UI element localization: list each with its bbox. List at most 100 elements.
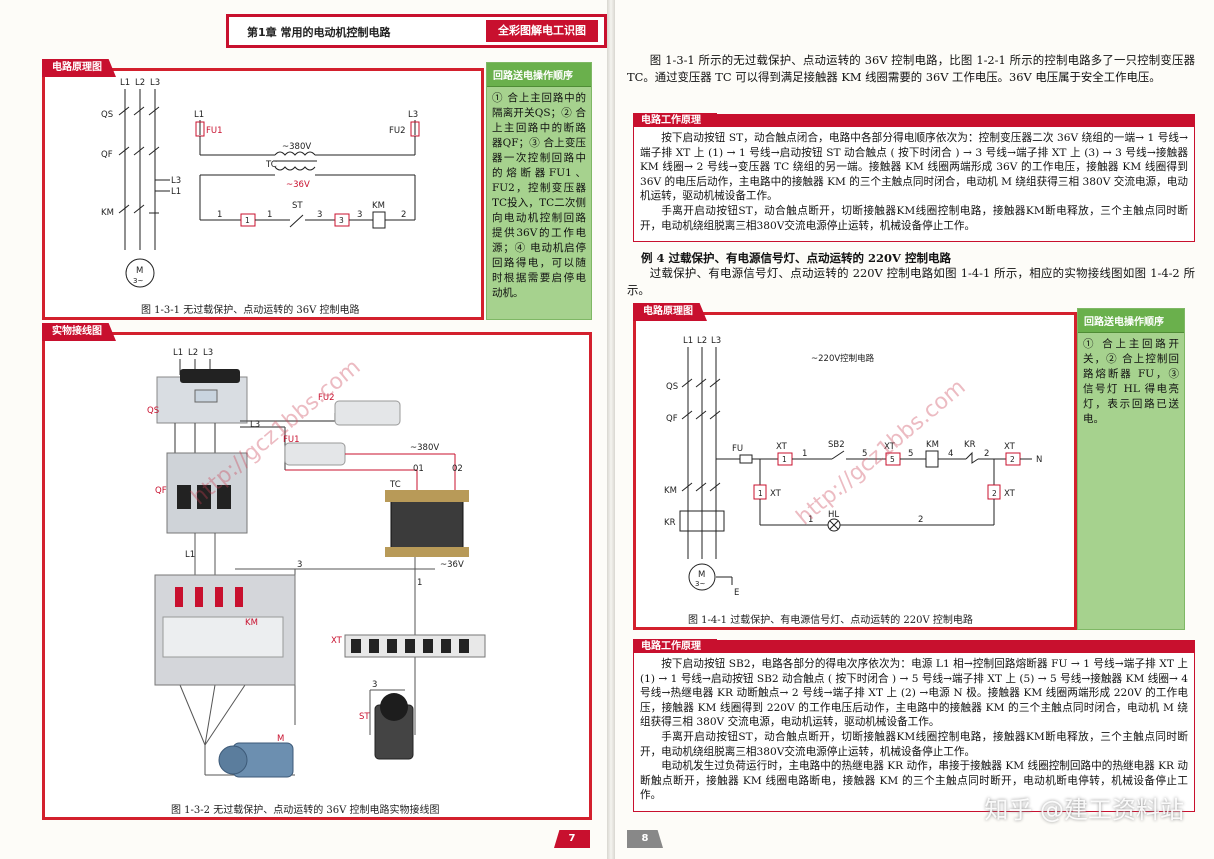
example-4-intro: 过载保护、有电源信号灯、点动运转的 220V 控制电路如图 1-4-1 所示，相… [627, 266, 1195, 297]
work1-paragraph-2: 手离开启动按钮ST，动合触点断开，切断接触器KM线圈控制电路，接触器KM断电释放… [640, 204, 1188, 232]
wiring-label-1: 1 [417, 578, 422, 588]
r-label-kr: KR [664, 518, 676, 528]
r-label-xt-lower-1: XT [770, 489, 782, 499]
chapter-header: 第1章 常用的电动机控制电路 全彩图解电工识图 [226, 14, 607, 48]
wiring-label-02: 02 [452, 464, 463, 474]
r-wire-5a: 5 [862, 449, 867, 459]
wiring-label-3-bottom: 3 [372, 680, 377, 690]
label-km: KM [101, 208, 114, 218]
label-380v: ~380V [282, 142, 311, 152]
section-bar-work2: 电路工作原理 [633, 639, 1195, 655]
wire-2: 2 [401, 210, 406, 220]
example-4-heading: 例 4 过载保护、有电源信号灯、点动运转的 220V 控制电路 [641, 251, 951, 265]
wiring-label-01: 01 [413, 464, 424, 474]
label-tc: TC [265, 160, 277, 170]
r-label-sb2: SB2 [828, 440, 845, 450]
caption-fig-1-4-1: 图 1-4-1 过载保护、有电源信号灯、点动运转的 220V 控制电路 [688, 615, 973, 626]
label-km-coil: KM [372, 201, 385, 211]
caption-fig-1-3-1: 图 1-3-1 无过载保护、点动运转的 36V 控制电路 [141, 305, 360, 316]
r-label-fu: FU [732, 444, 743, 454]
schematic-36v-diagram: L1 L2 L3 QS QF L3 L1 KM M 3~ L1 L3 FU1 F… [101, 78, 420, 288]
wiring-photo-illustration: L1 L2 L3 QS L3 FU2 FU1 ~380V 01 02 TC QF… [147, 348, 486, 778]
label-st: ST [292, 201, 303, 211]
wiring-label-l2: L2 [188, 348, 198, 358]
work1-paragraph-1: 按下启动按钮 ST，动合触点闭合，电路中各部分得电顺序依次为：控制变压器二次 3… [640, 132, 1188, 203]
label-36v: ~36V [286, 180, 310, 190]
wiring-label-3-top: 3 [297, 560, 302, 570]
right-page: 图 1-3-1 所示的无过载保护、点动运转的 36V 控制电路，比图 1-2-1… [615, 0, 1214, 859]
r-label-xt-lower-2: XT [1004, 489, 1016, 499]
terminal-1: 1 [245, 216, 250, 225]
r-label-earth: E [734, 588, 739, 598]
r-wire-2: 2 [984, 449, 989, 459]
caption-fig-1-3-2: 图 1-3-2 无过载保护、点动运转的 36V 控制电路实物接线图 [171, 805, 440, 816]
r-label-qs: QS [666, 382, 678, 392]
r-wire-1-lower: 1 [808, 515, 813, 525]
wiring-label-l1-wire: L1 [185, 550, 195, 560]
operation-sequence-box-left: 回路送电操作顺序 ① 合上主回路中的隔离开关QS；② 合上主回路中的断路器QF；… [486, 62, 592, 320]
operation-sequence-body-right: ① 合上主回路开关，② 合上控制回路熔断器 FU，③ 信号灯 HL 得电亮灯，表… [1083, 338, 1179, 425]
r-label-motor-phase: 3~ [695, 580, 705, 588]
r-label-xt-5: XT [884, 442, 896, 452]
work2-paragraph-1: 按下启动按钮 SB2，电路各部分的得电次序依次为：电源 L1 相→控制回路熔断器… [640, 658, 1188, 729]
wiring-label-km: KM [245, 618, 258, 628]
label-l1: L1 [120, 78, 130, 88]
wiring-label-l1: L1 [173, 348, 183, 358]
label-motor-phase: 3~ [133, 277, 143, 285]
wiring-label-xt: XT [331, 636, 343, 646]
wiring-label-380v: ~380V [410, 443, 439, 453]
work-principle-box-1: 按下启动按钮 ST，动合触点闭合，电路中各部分得电顺序依次为：控制变压器二次 3… [633, 126, 1195, 242]
left-page: 第1章 常用的电动机控制电路 全彩图解电工识图 电路原理图 [42, 14, 607, 848]
wiring-label-36v: ~36V [440, 560, 464, 570]
r-label-motor: M [698, 570, 705, 580]
wiring-label-tc: TC [389, 480, 401, 490]
label-qf: QF [101, 150, 113, 160]
label-l1-tap: L1 [171, 187, 181, 197]
panel-tab-wiring: 实物接线图 [42, 323, 116, 341]
r-terminal-5: 5 [890, 455, 895, 464]
r-wire-5b: 5 [908, 449, 913, 459]
zhihu-brand-watermark: 知乎 @建工资料站 [984, 796, 1184, 824]
r-label-n: N [1036, 455, 1042, 465]
label-fu1: FU1 [206, 126, 223, 136]
r-label-km-coil: KM [926, 440, 939, 450]
wire-3a: 3 [317, 210, 322, 220]
label-l1-top: L1 [194, 110, 204, 120]
page-number-right: 8 [627, 830, 663, 848]
label-l3: L3 [150, 78, 160, 88]
r-label-l2: L2 [697, 336, 707, 346]
schematic-panel-left: 电路原理图 [42, 59, 484, 320]
work2-paragraph-2: 手离开启动按钮ST，动合触点断开，切断接触器KM线圈控制电路，接触器KM断电释放… [640, 730, 1188, 758]
r-label-hl: HL [828, 510, 839, 520]
wiring-label-qs: QS [147, 406, 159, 416]
intro-paragraph: 图 1-3-1 所示的无过载保护、点动运转的 36V 控制电路，比图 1-2-1… [627, 53, 1195, 84]
r-label-qf: QF [666, 414, 678, 424]
r-label-xt-2: XT [1004, 442, 1016, 452]
work-principle-box-2: 按下启动按钮 SB2，电路各部分的得电次序依次为：电源 L1 相→控制回路熔断器… [633, 652, 1195, 812]
r-terminal-1-lower: 1 [758, 489, 763, 498]
r-label-km: KM [664, 486, 677, 496]
r-label-xt-1: XT [776, 442, 788, 452]
wire-3b: 3 [357, 210, 362, 220]
operation-sequence-box-right: 回路送电操作顺序 ① 合上主回路开关，② 合上控制回路熔断器 FU，③ 信号灯 … [1077, 308, 1185, 630]
work2-paragraph-3: 电动机发生过负荷运行时，主电路中的热继电器 KR 动作，串接于接触器 KM 线圈… [640, 760, 1188, 802]
wiring-label-fu2: FU2 [318, 393, 335, 403]
schematic-220v-diagram: L1 L2 L3 ~220V控制电路 QS QF KM KR M 3~ E FU… [664, 336, 1042, 598]
wiring-label-m: M [277, 734, 284, 744]
label-l2: L2 [135, 78, 145, 88]
label-l3-top: L3 [408, 110, 418, 120]
wiring-panel: 实物接线图 [42, 323, 592, 820]
section-title-work1: 电路工作原理 [633, 113, 717, 129]
wiring-label-l3: L3 [203, 348, 213, 358]
r-terminal-2: 2 [1010, 455, 1015, 464]
chapter-title: 第1章 常用的电动机控制电路 [247, 26, 391, 39]
wiring-label-fu1: FU1 [283, 435, 300, 445]
operation-sequence-heading-right: 回路送电操作顺序 [1078, 309, 1184, 333]
r-label-l3: L3 [711, 336, 721, 346]
terminal-3: 3 [339, 216, 344, 225]
wire-1b: 1 [267, 210, 272, 220]
r-terminal-2-lower: 2 [992, 489, 997, 498]
wiring-label-qf: QF [155, 486, 167, 496]
operation-sequence-body: ① 合上主回路中的隔离开关QS；② 合上主回路中的断路器QF；③ 合上变压器一次… [492, 92, 586, 299]
wiring-label-l3-wire: L3 [250, 420, 260, 430]
